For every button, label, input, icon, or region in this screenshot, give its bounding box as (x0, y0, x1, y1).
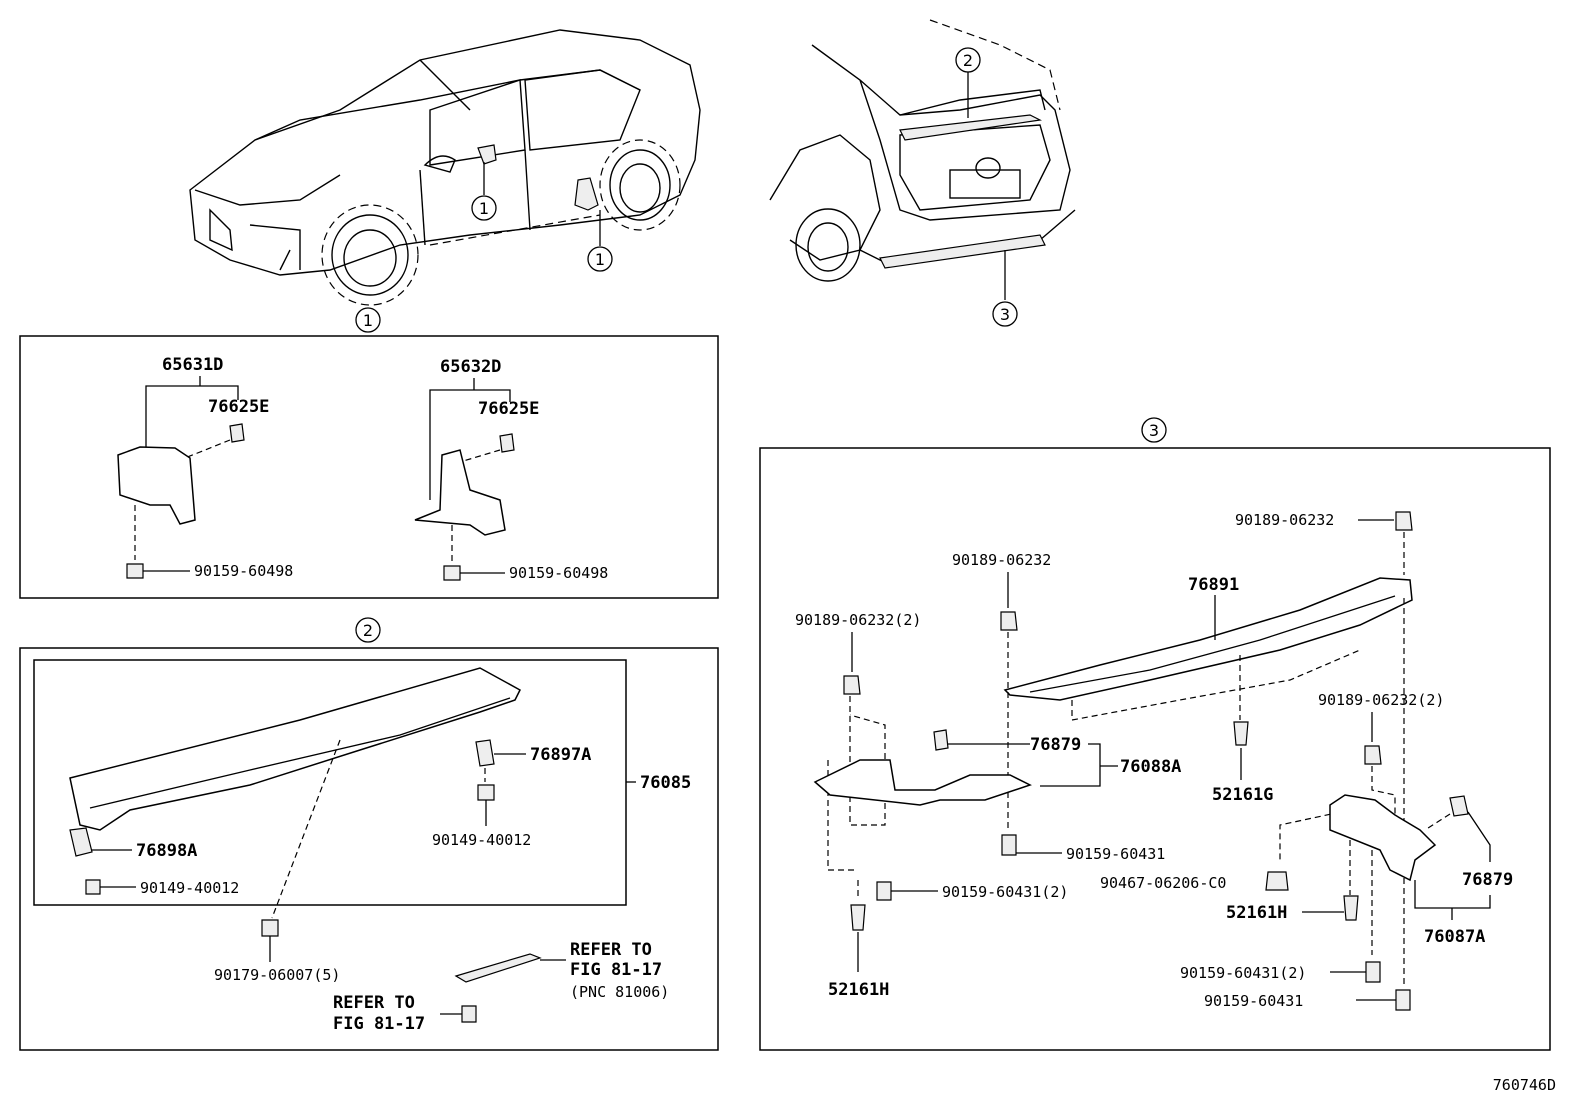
bolt-90159-60498-left (126, 563, 144, 579)
part-76085: 76085 (640, 773, 691, 793)
part-90179-06007: 90179-06007(5) (214, 966, 340, 984)
svg-text:2: 2 (363, 621, 373, 640)
clip-90189-06232-mid (1000, 611, 1018, 631)
svg-text:3: 3 (1149, 421, 1159, 440)
car-rear-view (769, 19, 1076, 300)
part-65631D: 65631D (162, 355, 223, 375)
part-76087A: 76087A (1424, 927, 1485, 947)
clip-90189-06232-top (1395, 511, 1413, 531)
part-76898A: 76898A (136, 841, 197, 861)
part-76879-b: 76879 (1462, 870, 1513, 890)
section-2-marker: 2 (355, 617, 381, 643)
part-76088A: 76088A (1120, 757, 1181, 777)
svg-text:3: 3 (1000, 305, 1010, 324)
clip-90189-06232-2-right (1364, 745, 1382, 765)
part-52161H-b: 52161H (828, 980, 889, 1000)
lamp-81006 (454, 953, 542, 983)
part-52161G: 52161G (1212, 785, 1273, 805)
spoiler-76085 (69, 667, 521, 831)
mudguard-65631D (117, 446, 196, 525)
bolt-90159-60498-right (443, 565, 461, 581)
part-90159-60431-b: 90159-60431 (1204, 992, 1303, 1010)
callout-1b: 1 (587, 246, 613, 272)
part-76897A: 76897A (530, 745, 591, 765)
mudguard-65632D (414, 449, 506, 536)
part-90149-40012-a: 90149-40012 (432, 831, 531, 849)
svg-text:2: 2 (963, 51, 973, 70)
absorber-76891 (1003, 577, 1413, 701)
clip-76625E-left (229, 423, 245, 443)
part-76879-a: 76879 (1030, 735, 1081, 755)
section-2-box (19, 647, 719, 1051)
clip-52161H-b (850, 904, 866, 931)
svg-text:1: 1 (595, 250, 605, 269)
part-90159-60498-left: 90159-60498 (194, 562, 293, 580)
bolt-90159-60431-a (1001, 834, 1017, 856)
clip-52161G (1233, 721, 1249, 746)
bolt-90159-60431-b (1395, 989, 1411, 1011)
bolt-90149-40012-a (477, 784, 495, 801)
part-90189-06232-2-right: 90189-06232(2) (1318, 691, 1444, 709)
part-90189-06232-2-left: 90189-06232(2) (795, 611, 921, 629)
bracket-76898A (69, 827, 93, 857)
bolt-refer-81-17 (461, 1005, 477, 1023)
svg-text:1: 1 (363, 311, 373, 330)
part-76625E-left: 76625E (208, 397, 269, 417)
clip-90189-06232-2-left (843, 675, 861, 695)
nut-90179-06007 (261, 919, 279, 937)
svg-text:1: 1 (479, 199, 489, 218)
part-90189-06232-mid: 90189-06232 (952, 551, 1051, 569)
part-76625E-right: 76625E (478, 399, 539, 419)
bolt-90159-60431-2-a (876, 881, 892, 901)
bolt-90159-60431-2-b (1365, 961, 1381, 983)
refer-1-line3: (PNC 81006) (570, 983, 669, 1001)
bolt-90149-40012-b (85, 879, 101, 895)
bracket-76088A (813, 759, 1032, 806)
part-90149-40012-b: 90149-40012 (140, 879, 239, 897)
section-3-marker: 3 (1141, 417, 1167, 443)
callout-3: 3 (992, 301, 1018, 327)
bracket-76087A (1329, 794, 1437, 882)
diagram-id: 760746D (1493, 1076, 1556, 1094)
part-90159-60498-right: 90159-60498 (509, 564, 608, 582)
part-90159-60431-2-a: 90159-60431(2) (942, 883, 1068, 901)
refer-1-line1: REFER TO (570, 940, 652, 960)
callout-2: 2 (955, 47, 981, 73)
part-90467-06206: 90467-06206-C0 (1100, 874, 1226, 892)
section-1-box (19, 335, 719, 599)
part-52161H-a: 52161H (1226, 903, 1287, 923)
callout-1c: 1 (355, 307, 381, 333)
bracket-76897A (475, 739, 495, 767)
part-90159-60431-2-b: 90159-60431(2) (1180, 964, 1306, 982)
car-front-view (189, 29, 701, 306)
clip-76879-b (1449, 795, 1469, 817)
part-65632D: 65632D (440, 357, 501, 377)
refer-1-line2: FIG 81-17 (570, 960, 662, 980)
part-90159-60431-a: 90159-60431 (1066, 845, 1165, 863)
part-76891: 76891 (1188, 575, 1239, 595)
refer-2-line1: REFER TO (333, 993, 415, 1013)
section-3-box (759, 447, 1551, 1051)
clip-76879-a (933, 729, 949, 751)
nut-90467-06206 (1265, 871, 1289, 891)
clip-52161H-a (1343, 895, 1359, 921)
clip-76625E-right (499, 433, 515, 453)
part-90189-06232-top: 90189-06232 (1235, 511, 1334, 529)
refer-2-line2: FIG 81-17 (333, 1014, 425, 1034)
callout-1a: 1 (471, 195, 497, 221)
